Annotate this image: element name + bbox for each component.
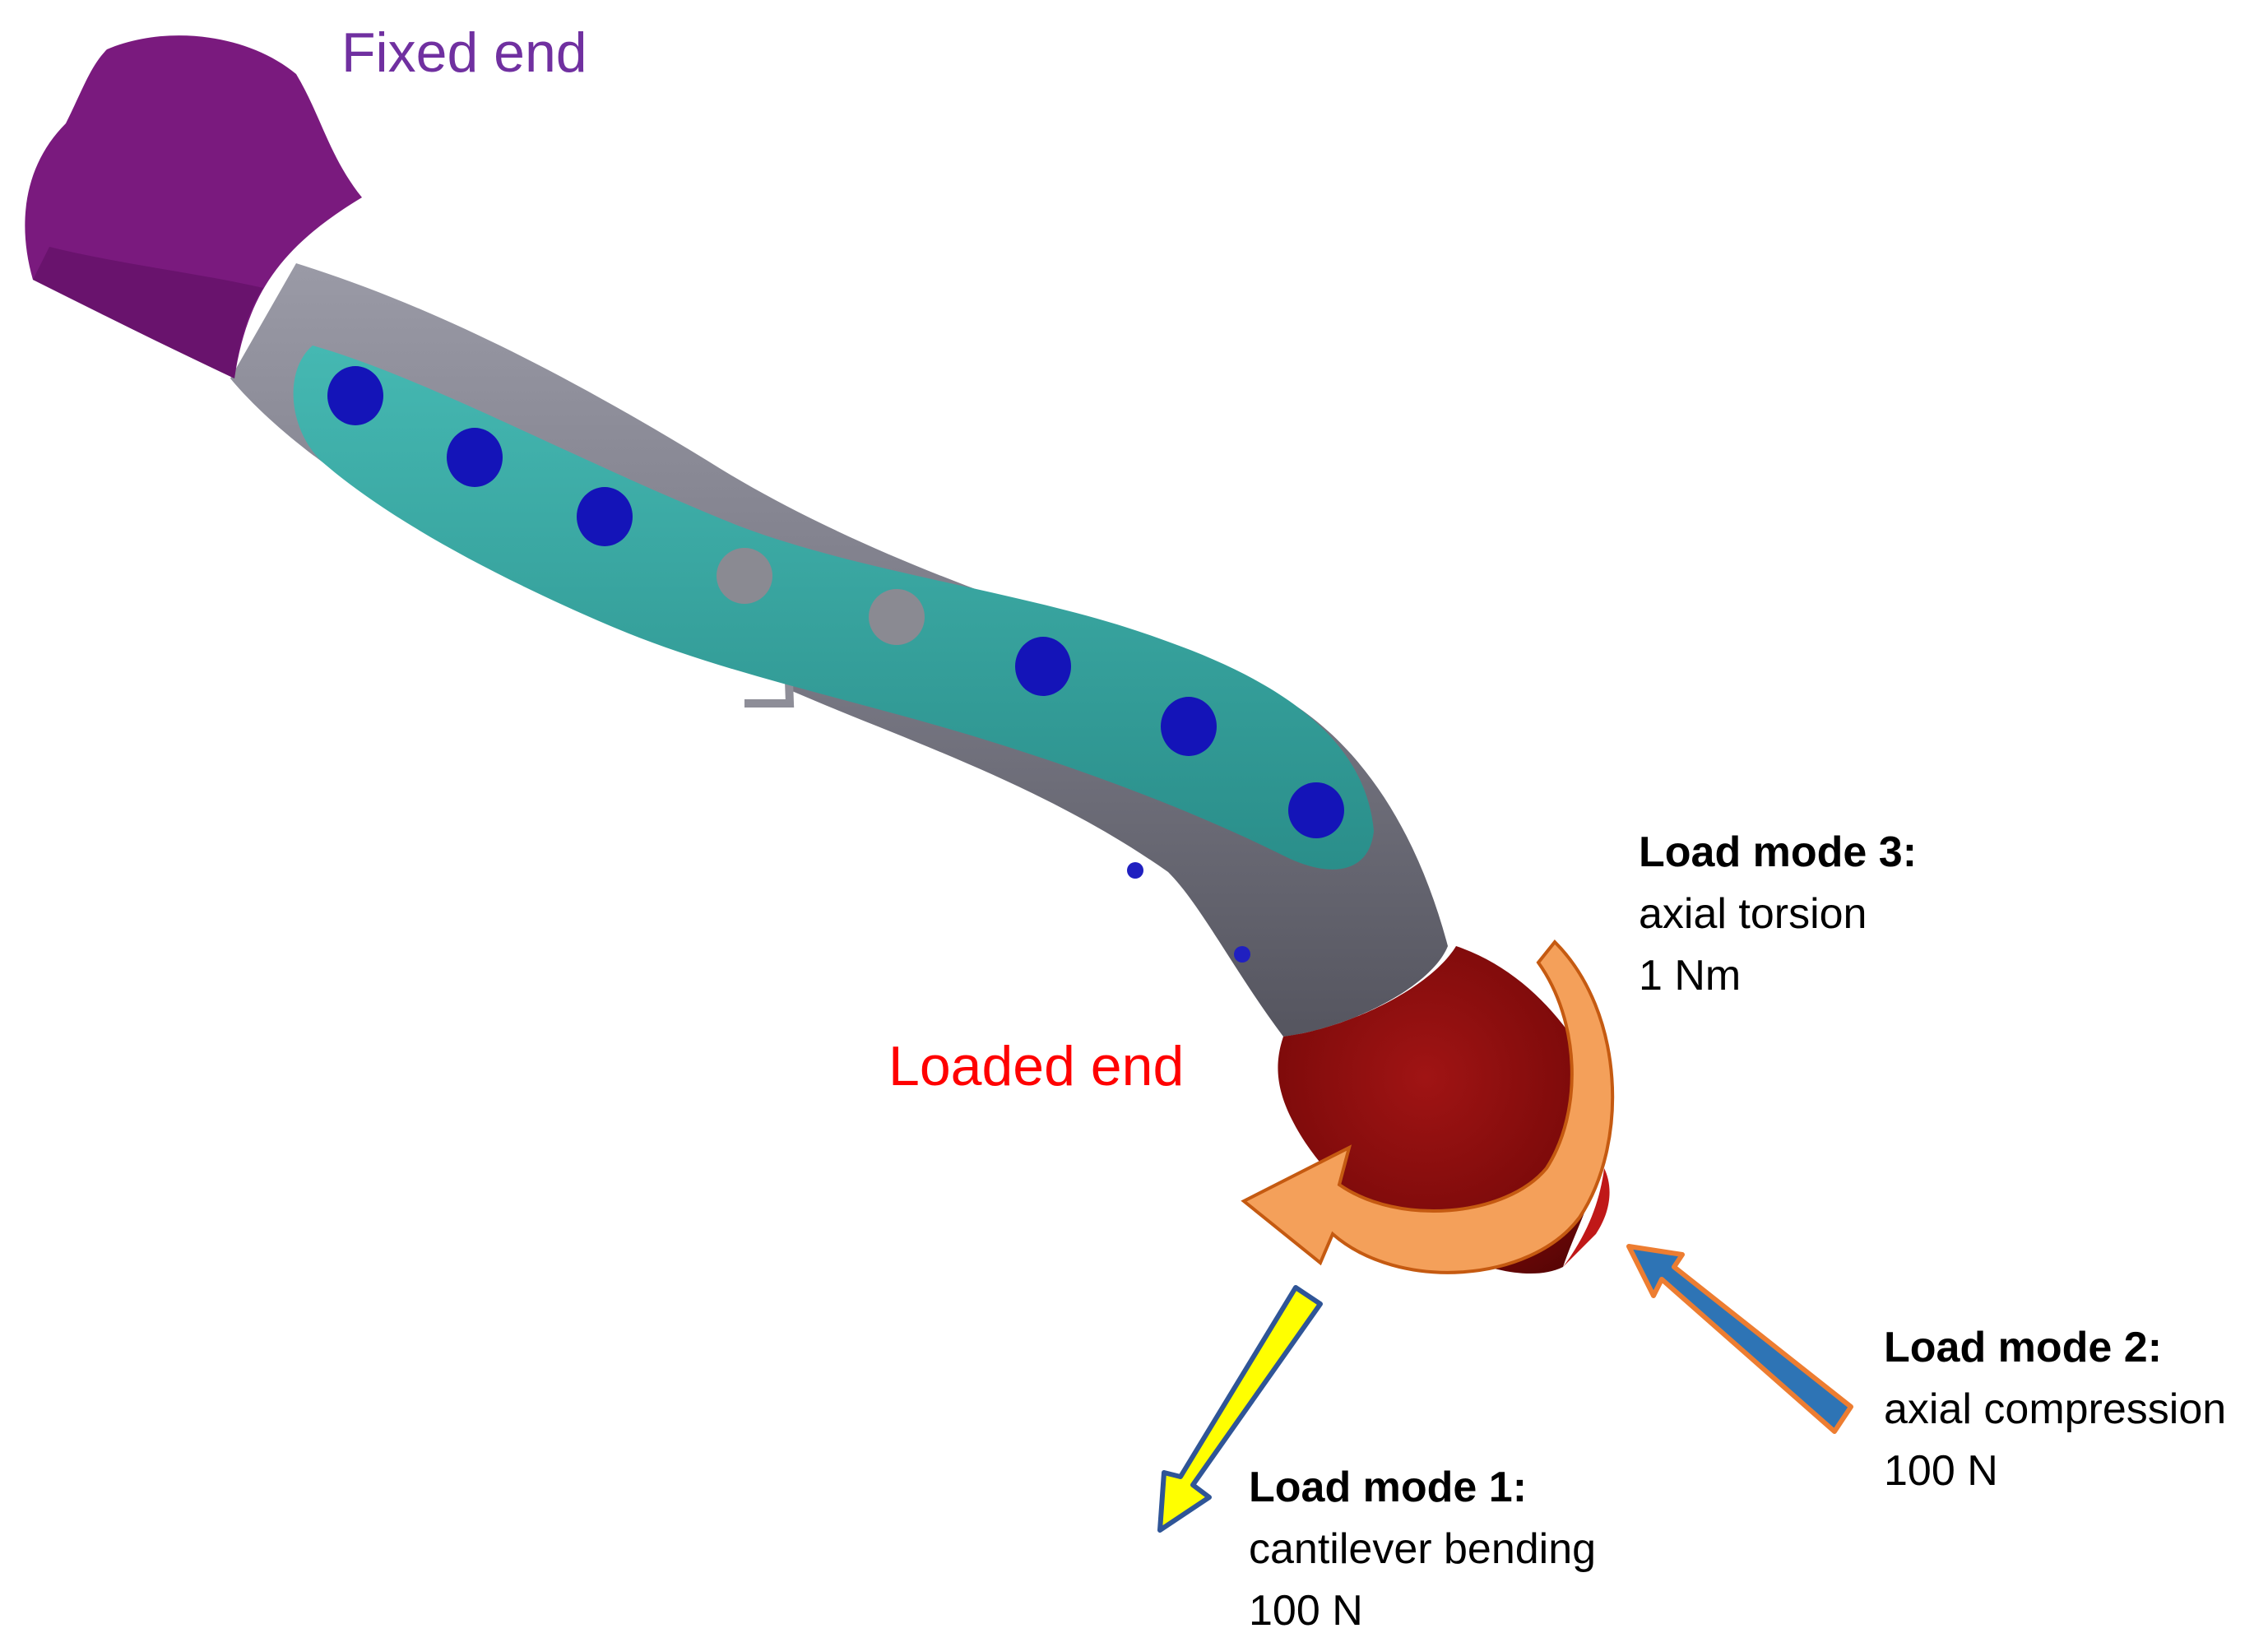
- screw-tip-2: [1234, 946, 1250, 963]
- screw-hole-empty-2: [869, 589, 925, 645]
- load-mode-3-value: 1 Nm: [1639, 952, 1742, 1000]
- screw-5: [1161, 697, 1217, 756]
- screw-1: [327, 366, 383, 425]
- screw-hole-empty-1: [717, 548, 772, 604]
- load-mode-3-title: Load mode 3:: [1639, 828, 1918, 876]
- torsion-arrow-icon: [1241, 939, 1615, 1274]
- load-mode-2-value: 100 N: [1884, 1447, 1998, 1495]
- load-mode-1-value: 100 N: [1249, 1587, 1363, 1635]
- fixed-end-shade: [33, 247, 263, 378]
- load-mode-1-title: Load mode 1:: [1249, 1464, 1528, 1511]
- fixation-plate: [293, 346, 1374, 870]
- load-mode-2-description: axial compression: [1884, 1385, 2227, 1433]
- screw-tip-1: [1127, 862, 1143, 879]
- loaded-end-tip: [1563, 1168, 1610, 1267]
- loaded-end-label: Loaded end: [888, 1035, 1185, 1097]
- load-mode-1-description: cantilever bending: [1249, 1525, 1597, 1573]
- load-mode-2-title: Load mode 2:: [1884, 1324, 2163, 1371]
- screw-2: [447, 428, 503, 487]
- screw-3: [577, 487, 633, 546]
- compression-arrow-icon: [1626, 1244, 1853, 1434]
- load-mode-3-description: axial torsion: [1639, 890, 1867, 938]
- fixed-end-label: Fixed end: [341, 21, 587, 84]
- bending-arrow-icon: [1157, 1285, 1323, 1533]
- screw-6: [1288, 782, 1344, 838]
- screw-4: [1015, 637, 1071, 696]
